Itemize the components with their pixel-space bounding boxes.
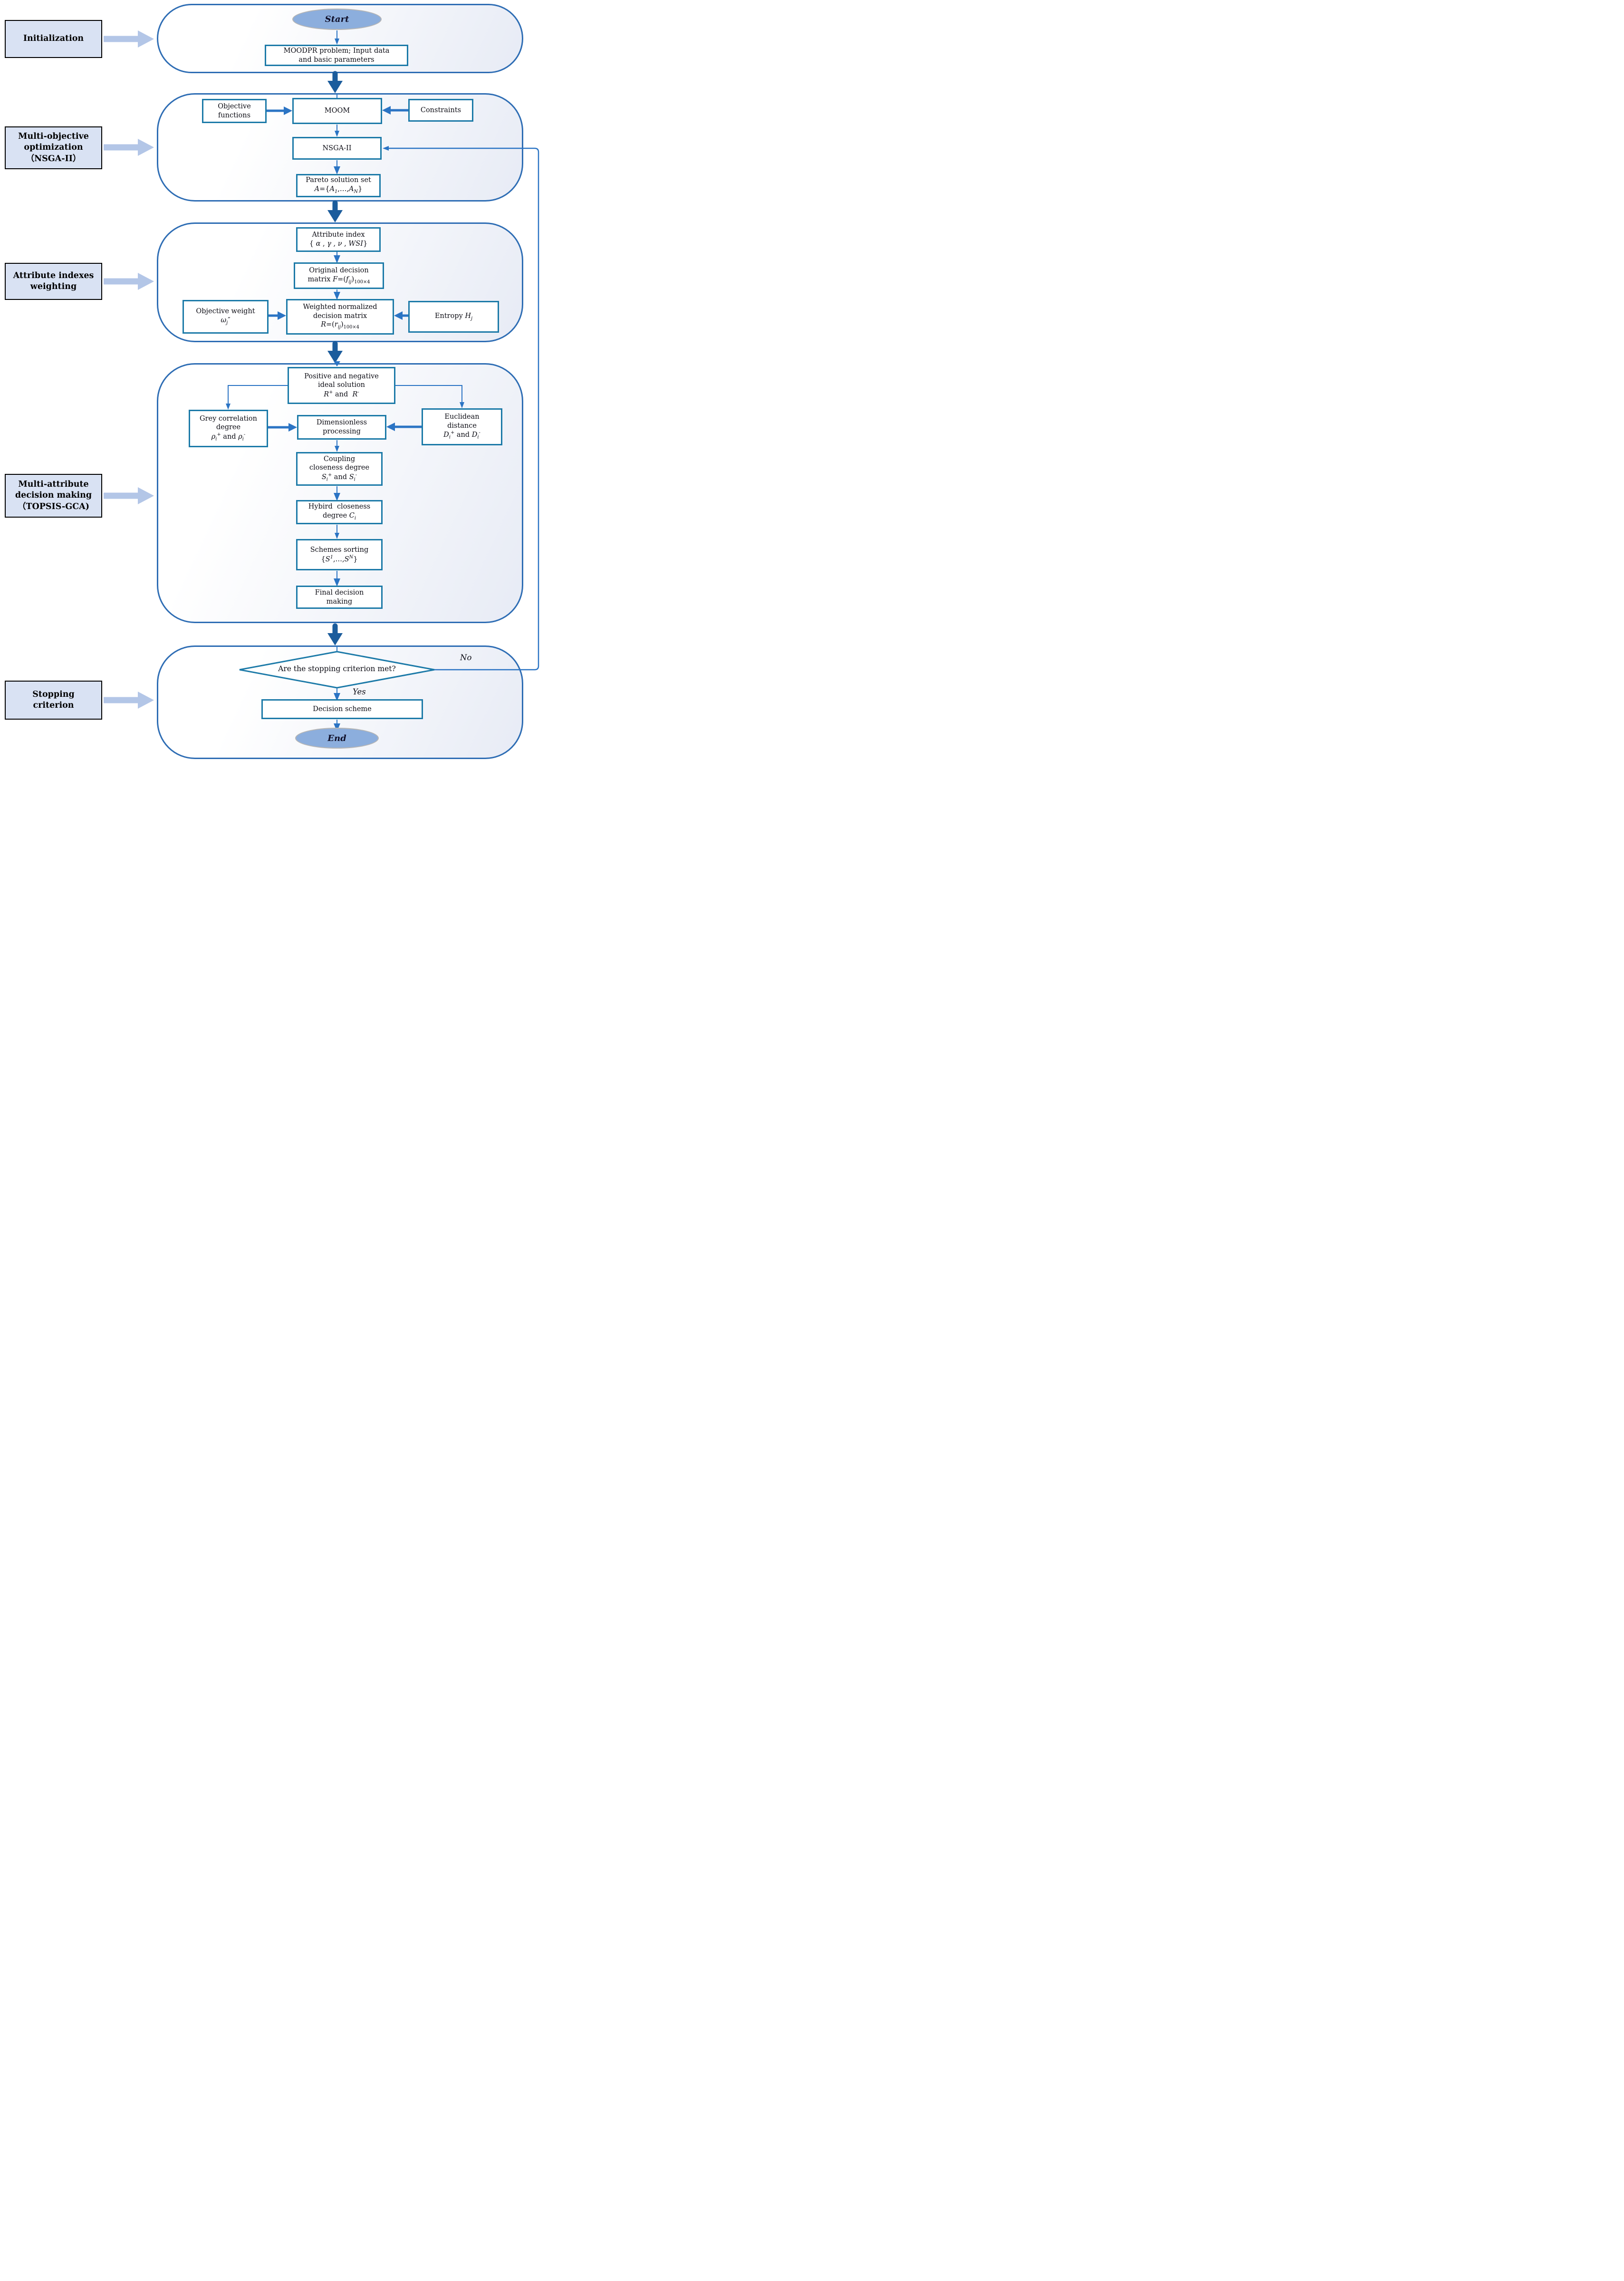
schemes-sorting-box: Schemes sorting{S1,…,SN} xyxy=(296,539,383,570)
label-initialization: Initialization xyxy=(5,20,102,58)
constraints-box: Constraints xyxy=(408,99,473,122)
nsga-ii-label: NSGA-II xyxy=(322,144,352,152)
diamond-question: Are the stopping criterion met? xyxy=(278,664,396,673)
end-label: End xyxy=(327,733,346,743)
schemes-sorting-label: Schemes sorting{S1,…,SN} xyxy=(310,546,369,563)
yes-label: Yes xyxy=(353,687,366,696)
label-arrow-topsis xyxy=(104,487,154,504)
label-text: Initialization xyxy=(23,34,84,44)
moom-label: MOOM xyxy=(324,107,350,115)
moom-box: MOOM xyxy=(292,98,382,124)
nsga-ii-box: NSGA-II xyxy=(292,137,382,160)
label-arrow-stopping xyxy=(104,692,154,709)
attribute-index-label: Attribute index{ α , γ , ν , WSI} xyxy=(309,231,368,248)
decision-scheme-label: Decision scheme xyxy=(313,705,372,713)
label-arrow-initialization xyxy=(104,30,154,48)
entropy-box: Entropy Hj xyxy=(408,301,499,333)
constraints-label: Constraints xyxy=(420,106,461,114)
end-node: End xyxy=(295,728,379,749)
start-node: Start xyxy=(292,9,382,30)
start-label: Start xyxy=(325,14,349,24)
attribute-index-box: Attribute index{ α , γ , ν , WSI} xyxy=(296,227,381,252)
entropy-label: Entropy Hj xyxy=(434,312,473,321)
decision-scheme-box: Decision scheme xyxy=(261,699,423,719)
label-arrow-weighting xyxy=(104,273,154,290)
stage-arrow-4 xyxy=(327,623,343,645)
label-arrow-nsga xyxy=(104,139,154,156)
stage-arrow-1 xyxy=(327,71,343,93)
stage-arrow-2 xyxy=(327,200,343,222)
stage-arrow-3 xyxy=(327,341,343,363)
no-label: No xyxy=(460,653,472,662)
